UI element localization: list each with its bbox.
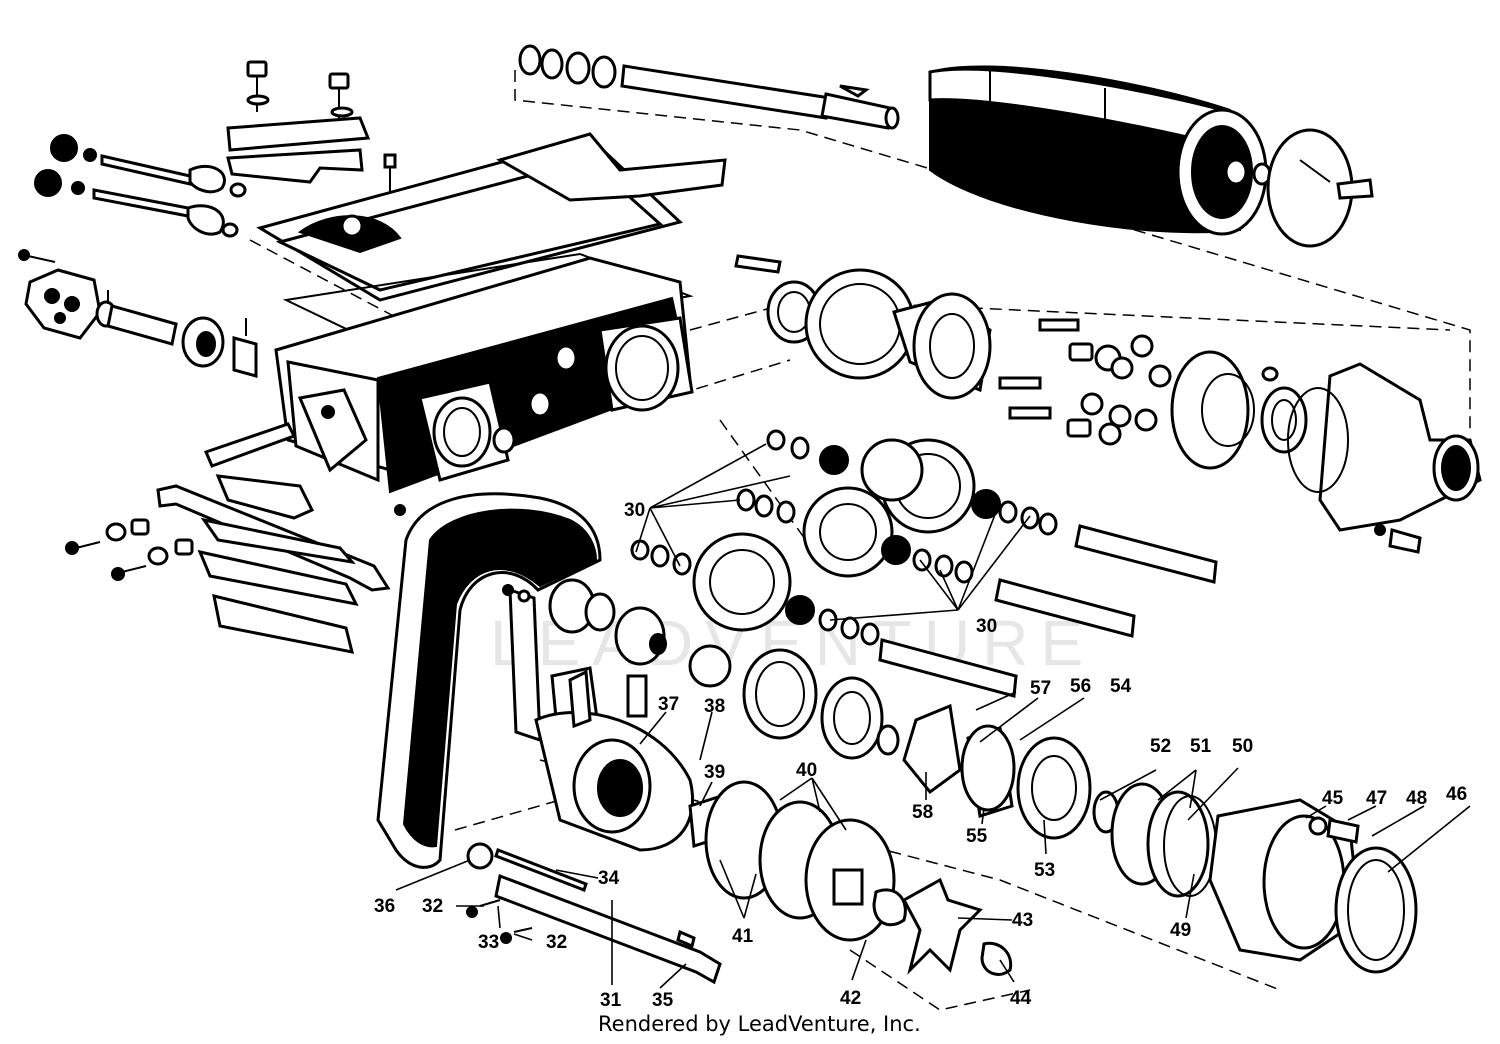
callout-34: 34 xyxy=(598,868,620,889)
callout-43: 43 xyxy=(1012,910,1033,931)
callout-35: 35 xyxy=(652,990,674,1011)
differential-assembly xyxy=(734,254,1482,554)
callout-58: 58 xyxy=(912,802,933,823)
gearbox-housing xyxy=(256,132,727,494)
callout-41: 41 xyxy=(732,926,754,947)
gear-train xyxy=(630,429,1218,698)
callout-42: 42 xyxy=(840,988,861,1009)
callout-51: 51 xyxy=(1190,736,1212,757)
callout-37: 37 xyxy=(658,694,679,715)
left-side-cover-assembly xyxy=(18,249,258,378)
pto-shaft-parts xyxy=(466,842,722,985)
callout-leaders xyxy=(395,443,1471,989)
callout-30-left: 30 xyxy=(624,500,645,521)
callout-33: 33 xyxy=(478,932,499,953)
callout-48: 48 xyxy=(1406,788,1427,809)
callout-39: 39 xyxy=(704,762,725,783)
callout-31: 31 xyxy=(600,990,622,1011)
roller-drum-assembly xyxy=(518,44,1374,248)
callout-32-left: 32 xyxy=(422,896,443,917)
callout-52: 52 xyxy=(1150,736,1171,757)
callout-38: 38 xyxy=(704,696,725,717)
callout-57: 57 xyxy=(1030,678,1051,699)
callout-45: 45 xyxy=(1322,788,1344,809)
callout-56: 56 xyxy=(1070,676,1091,697)
callout-32-right: 32 xyxy=(546,932,567,953)
callout-50: 50 xyxy=(1232,736,1253,757)
callout-49: 49 xyxy=(1170,920,1191,941)
callout-53: 53 xyxy=(1034,860,1055,881)
callout-40: 40 xyxy=(796,760,817,781)
callout-36: 36 xyxy=(374,896,395,917)
callout-47: 47 xyxy=(1366,788,1387,809)
callout-55: 55 xyxy=(966,826,988,847)
callout-30-right: 30 xyxy=(976,616,997,637)
drive-belt xyxy=(376,492,602,869)
callout-44: 44 xyxy=(1010,988,1032,1009)
callout-46: 46 xyxy=(1446,784,1467,805)
lower-left-linkage xyxy=(65,422,406,654)
rendered-by-footer: Rendered by LeadVenture, Inc. xyxy=(598,1012,921,1036)
linkage-assembly xyxy=(34,60,397,238)
callout-54: 54 xyxy=(1110,676,1132,697)
callout-labels: 30 30 31 32 32 33 34 35 36 37 38 39 40 4… xyxy=(374,500,1467,1011)
clutch-assembly xyxy=(502,578,1418,976)
